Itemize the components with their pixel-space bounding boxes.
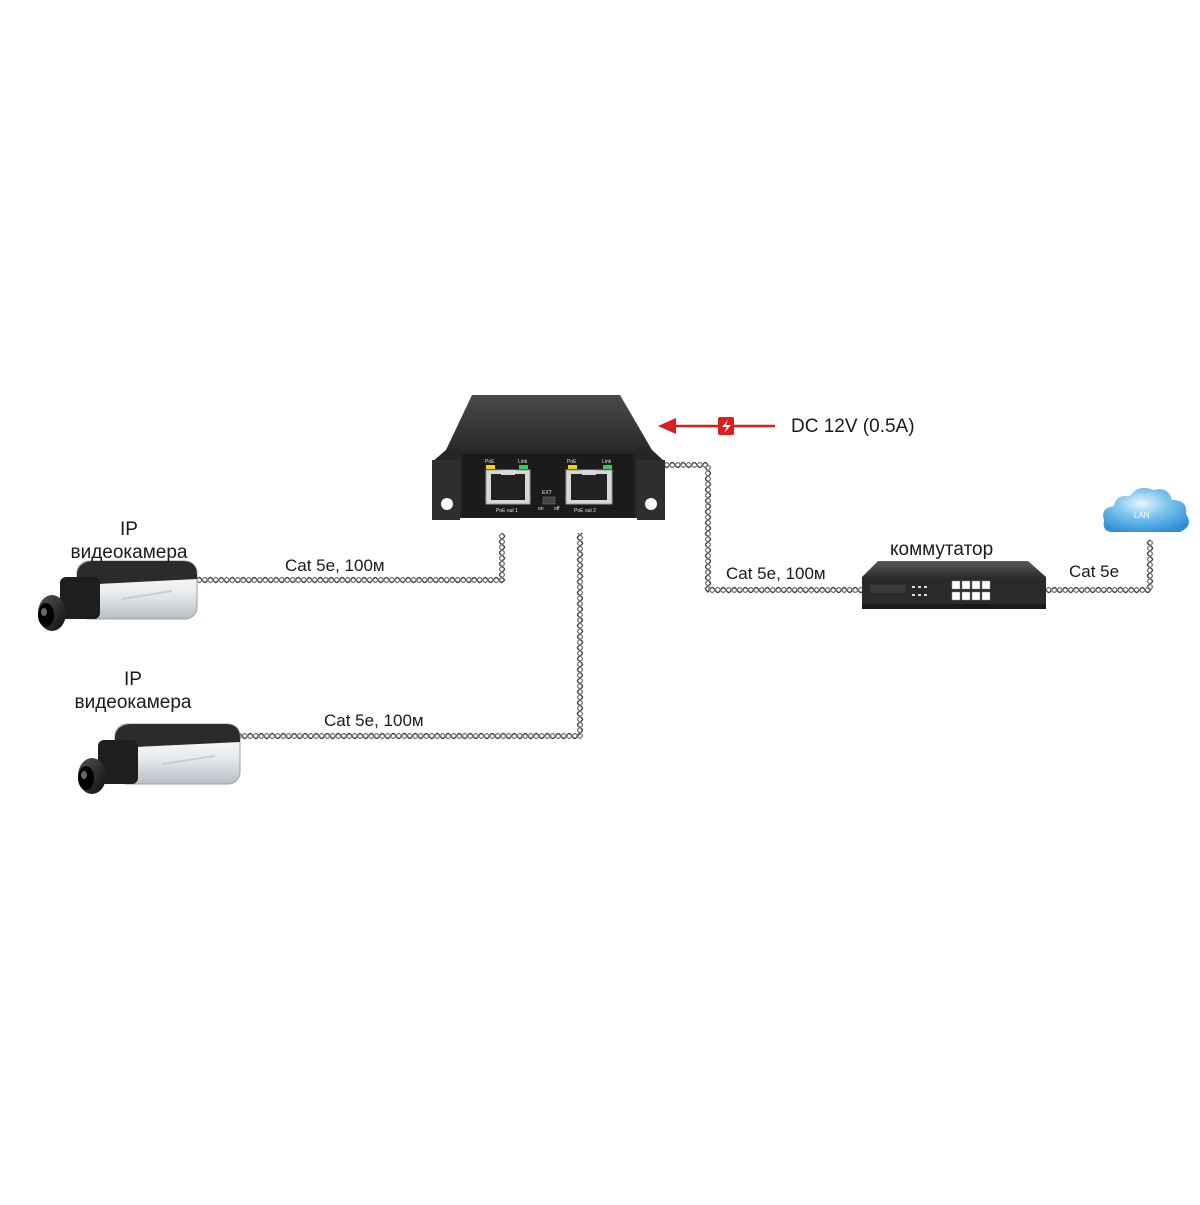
- camera-1-title-line1: IP: [120, 519, 138, 540]
- switch-on-label: on: [538, 506, 544, 512]
- camera-1-title-line2: видеокамера: [70, 542, 188, 563]
- poe-label-1: PoE: [485, 459, 495, 465]
- camera-2-title: IP видеокамера: [74, 668, 192, 714]
- link-label-2: Link: [602, 459, 612, 465]
- poe-led-1: [486, 465, 495, 469]
- camera-1-title: IP видеокамера: [70, 518, 188, 564]
- link-label-1: Link: [518, 459, 528, 465]
- cables: [179, 461, 1154, 740]
- network-switch-icon: [862, 561, 1046, 609]
- poe-device-icon: PoE Link PoE out 1 EXT on off PoE Link P…: [432, 395, 665, 520]
- camera-2-cable: [219, 532, 584, 740]
- camera-1-cable: [179, 532, 506, 584]
- link-led-1: [519, 465, 528, 469]
- lan-cloud-icon: LAN: [1103, 488, 1189, 532]
- switch-label: коммутатор: [890, 539, 994, 560]
- switch-top-label: EXT: [542, 490, 552, 496]
- uplink-cable: [663, 461, 863, 594]
- link-led-2: [603, 465, 612, 469]
- mode-switch: [542, 496, 556, 505]
- poe-label-2: PoE: [567, 459, 577, 465]
- uplink-cable-label: Cat 5e, 100м: [726, 564, 826, 583]
- camera-2-title-line1: IP: [124, 669, 142, 690]
- camera-2-cable-label: Cat 5e, 100м: [324, 711, 424, 730]
- power-arrow-icon: [658, 417, 775, 435]
- lan-cable: [1045, 539, 1154, 594]
- poe-led-2: [568, 465, 577, 469]
- switch-off-label: off: [554, 506, 560, 512]
- ip-camera-2-icon: [78, 723, 241, 794]
- camera-2-title-line2: видеокамера: [74, 692, 192, 713]
- camera-1-cable-label: Cat 5e, 100м: [285, 556, 385, 575]
- lan-cable-label: Cat 5e: [1069, 562, 1120, 581]
- port-name-2: PoE out 2: [574, 508, 596, 514]
- power-label: DC 12V (0.5A): [791, 416, 915, 437]
- port-name-1: PoE out 1: [496, 508, 518, 514]
- ip-camera-1-icon: [38, 560, 198, 631]
- lan-cloud-label: LAN: [1134, 511, 1150, 520]
